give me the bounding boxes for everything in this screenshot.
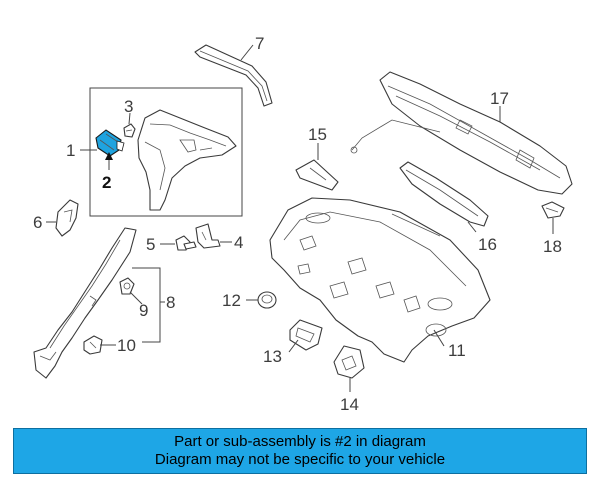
callout-6: 6: [33, 213, 42, 232]
part-9-clip: [119, 277, 135, 295]
callout-12: 12: [222, 291, 241, 310]
part-13-vent-cover: [289, 319, 323, 351]
part-2-bracket-highlighted: [95, 129, 125, 157]
part-4-bracket: [195, 223, 221, 249]
leader-11: [433, 329, 445, 347]
callout-9: 9: [139, 301, 148, 320]
callout-16: 16: [478, 235, 497, 254]
part-5-bolt: [175, 235, 197, 251]
callout-5: 5: [146, 235, 155, 254]
part-17-rear-shelf-panel: [350, 71, 573, 195]
callout-15: 15: [308, 125, 327, 144]
part-15-corner-bracket: [295, 159, 339, 191]
leader-3: [128, 112, 131, 125]
part-6-corner-trim: [55, 199, 79, 237]
part-10-retainer: [83, 335, 103, 355]
callout-3: 3: [124, 97, 133, 116]
leader-8-bracket: [132, 267, 161, 343]
callout-14: 14: [340, 395, 359, 414]
callout-18: 18: [543, 237, 562, 256]
part-8-lower-quarter-trim: [33, 227, 137, 379]
leader-13: [288, 339, 299, 353]
part-1-quarter-trim-panel: [137, 109, 237, 211]
exploded-parts-diagram: 7 3 1 2: [33, 34, 573, 414]
part-7-garnish-strip: [194, 44, 273, 107]
callout-10: 10: [117, 336, 136, 355]
part-16-seal-strip: [399, 161, 489, 227]
callout-13: 13: [263, 347, 282, 366]
sub-assembly-inset-box: [89, 87, 243, 217]
callout-8: 8: [166, 293, 175, 312]
leader-7: [240, 44, 254, 61]
callout-1: 1: [66, 141, 75, 160]
banner-line-1: Part or sub-assembly is #2 in diagram: [174, 433, 426, 450]
part-18-clip: [541, 201, 565, 219]
part-11-package-tray: [269, 197, 491, 363]
leader-2-arrowhead: [105, 152, 113, 160]
callout-7: 7: [255, 34, 264, 53]
part-12-grommet: [257, 291, 277, 309]
callout-11: 11: [448, 341, 466, 360]
callout-4: 4: [234, 233, 243, 252]
part-3-clip: [123, 123, 136, 138]
callout-2: 2: [102, 173, 111, 192]
leader-16: [467, 221, 477, 233]
banner-line-2: Diagram may not be specific to your vehi…: [154, 451, 446, 468]
leader-9: [129, 291, 143, 305]
callout-17: 17: [490, 89, 509, 108]
part-info-banner: Part or sub-assembly is #2 in diagram Di…: [13, 428, 587, 474]
part-14-speaker-grille: [333, 345, 365, 379]
